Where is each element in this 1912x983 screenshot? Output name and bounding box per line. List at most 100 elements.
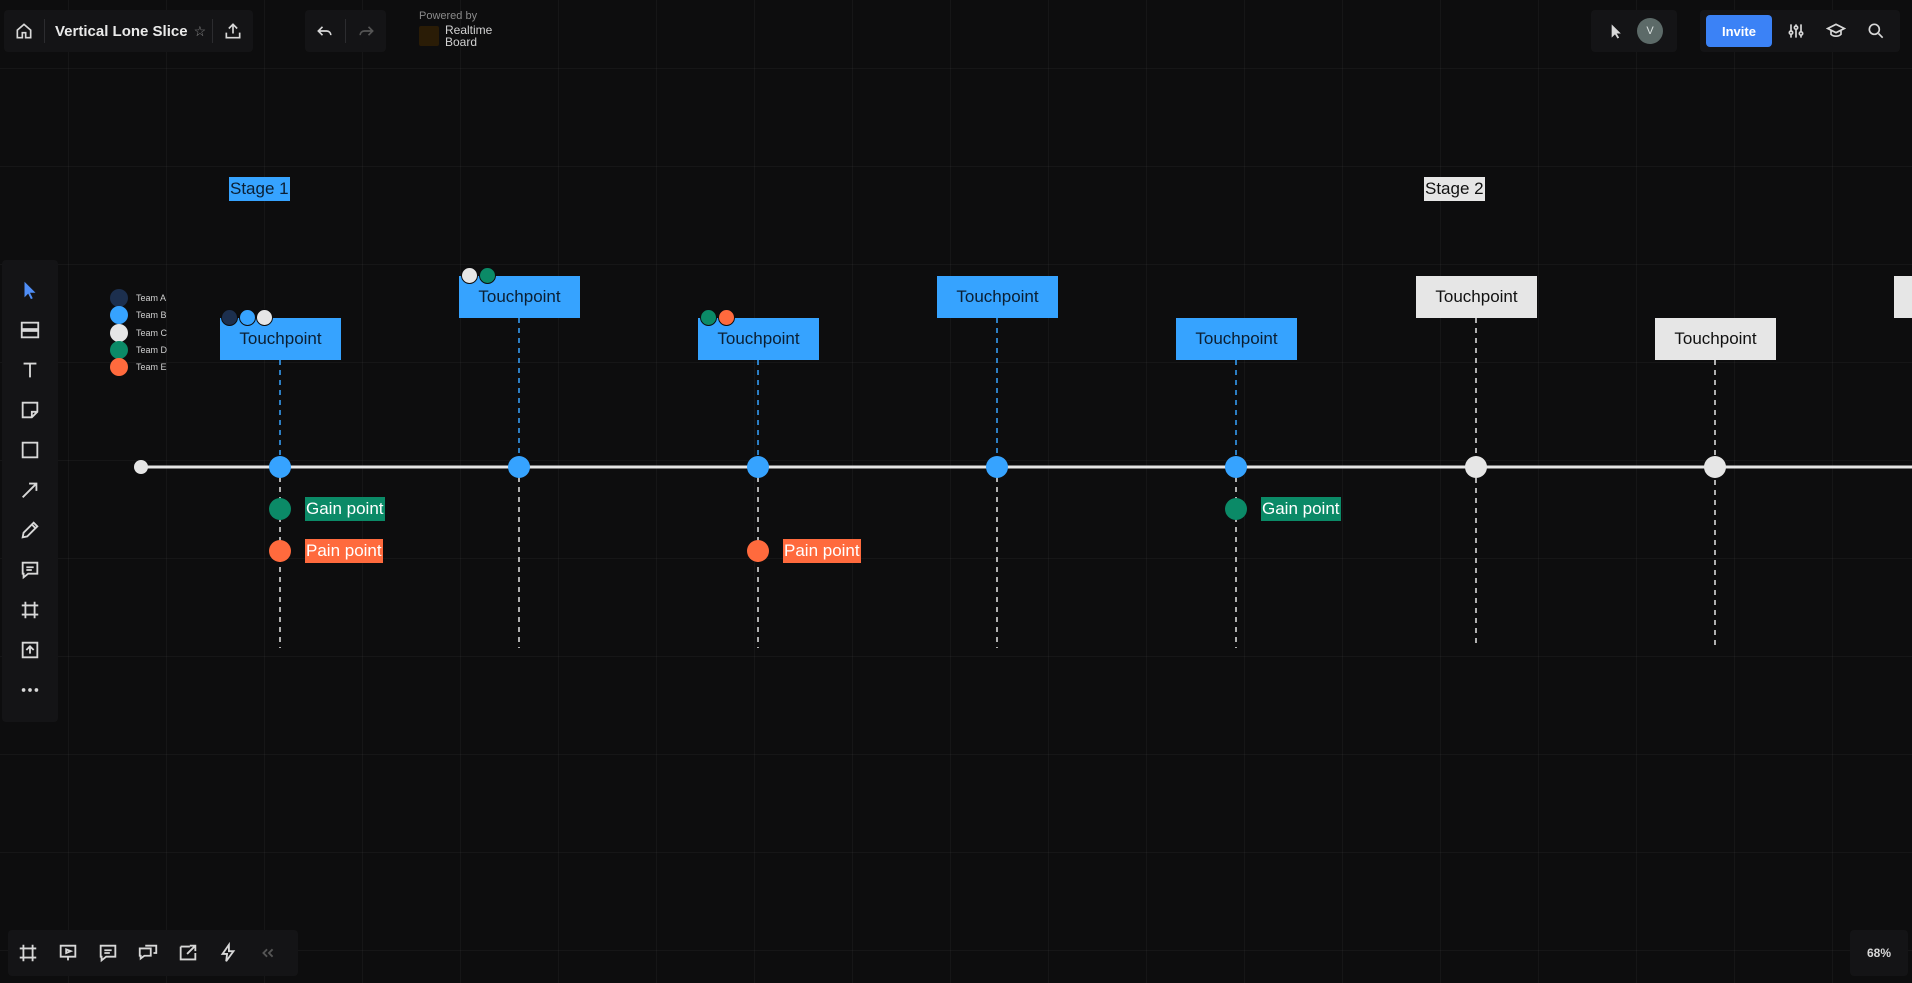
touchpoint-card[interactable]: Touchpoint (1655, 318, 1776, 360)
share-screen-icon (179, 944, 197, 961)
text-icon (23, 362, 37, 378)
sticky-note-tool[interactable] (2, 390, 58, 430)
team-e-dot-icon (110, 358, 128, 376)
frames-button[interactable] (8, 933, 48, 973)
chat-icon (138, 944, 158, 961)
frame-icon (21, 601, 39, 619)
stage-2-label[interactable]: Stage 2 (1424, 177, 1485, 201)
presentation-icon (59, 944, 77, 961)
collapse-button[interactable] (248, 933, 288, 973)
arrow-icon (22, 482, 38, 498)
team-c-marker-icon (256, 309, 273, 326)
comment-icon (99, 944, 117, 963)
timeline-node (508, 456, 530, 478)
pain-point-dot (747, 540, 769, 562)
more-tools[interactable] (2, 670, 58, 710)
brand-line-2: Board (445, 35, 478, 49)
invite-button[interactable]: Invite (1706, 15, 1772, 47)
brand-line-1: Realtime (445, 23, 493, 37)
team-a-marker-icon (221, 309, 238, 326)
upload-tool[interactable] (2, 630, 58, 670)
select-tool[interactable] (2, 270, 58, 310)
cursor-toggle-button[interactable] (1599, 11, 1631, 51)
undo-icon (317, 26, 332, 36)
touchpoint-card[interactable]: Touchpoint (459, 276, 580, 318)
legend-label: Team B (136, 310, 167, 320)
board-title[interactable]: Vertical Lone Slice (55, 22, 188, 40)
lightning-icon (220, 942, 236, 962)
timeline-node (1225, 456, 1247, 478)
connector-tool[interactable] (2, 470, 58, 510)
upload-icon (225, 23, 241, 39)
gain-point-label[interactable]: Gain point (1261, 497, 1341, 521)
upload-box-icon (21, 641, 39, 659)
touchpoint-card[interactable]: Touchpoint (1416, 276, 1537, 318)
gain-point-dot (1225, 498, 1247, 520)
search-button[interactable] (1856, 11, 1896, 51)
team-e-marker-icon (718, 309, 735, 326)
shape-tool[interactable] (2, 430, 58, 470)
collaborators-panel: V (1591, 10, 1677, 52)
touchpoint-card[interactable]: Touchpoint (698, 318, 819, 360)
pencil-icon (21, 521, 39, 539)
undo-button[interactable] (305, 11, 345, 51)
legend-team-c[interactable]: Team C (110, 324, 167, 342)
more-icon (21, 688, 39, 692)
gain-point-label[interactable]: Gain point (305, 497, 385, 521)
legend-label: Team E (136, 362, 167, 372)
team-a-dot-icon (110, 289, 128, 307)
divider (44, 19, 45, 43)
presentation-button[interactable] (48, 933, 88, 973)
timeline-node (1465, 456, 1487, 478)
chat-button[interactable] (128, 933, 168, 973)
redo-button[interactable] (346, 11, 386, 51)
share-screen-button[interactable] (168, 933, 208, 973)
legend-team-a[interactable]: Team A (110, 289, 166, 307)
graduation-cap-icon (1825, 23, 1846, 38)
comments-button[interactable] (88, 933, 128, 973)
pain-point-label[interactable]: Pain point (305, 539, 383, 563)
zoom-level[interactable]: 68% (1850, 930, 1908, 976)
frame-icon (19, 944, 37, 962)
learning-button[interactable] (1816, 11, 1856, 51)
cursor-icon (24, 281, 36, 300)
timeline-node (747, 456, 769, 478)
divider (212, 19, 214, 43)
avatar[interactable]: V (1637, 18, 1663, 44)
chevrons-left-icon (262, 948, 274, 958)
touchpoint-card[interactable]: Touchpoint (937, 276, 1058, 318)
legend-team-b[interactable]: Team B (110, 306, 167, 324)
touchpoint-card[interactable]: Touchpoint (220, 318, 341, 360)
bottom-toolbar (8, 930, 298, 976)
sliders-icon (1788, 24, 1804, 38)
pain-point-label[interactable]: Pain point (783, 539, 861, 563)
comment-tool[interactable] (2, 550, 58, 590)
touchpoint-card-partial[interactable] (1894, 276, 1912, 318)
touchpoint-card[interactable]: Touchpoint (1176, 318, 1297, 360)
pen-tool[interactable] (2, 510, 58, 550)
timeline-node (986, 456, 1008, 478)
legend-team-e[interactable]: Team E (110, 358, 167, 376)
powered-by-text: Powered by (419, 10, 478, 22)
legend-label: Team A (136, 293, 167, 303)
settings-button[interactable] (1776, 11, 1816, 51)
actions-panel: Invite (1700, 10, 1900, 52)
realtime-board-brand[interactable]: Realtime Board (419, 24, 492, 48)
team-b-marker-icon (239, 309, 256, 326)
export-button[interactable] (213, 11, 253, 51)
stage-1-label[interactable]: Stage 1 (229, 177, 290, 201)
text-tool[interactable] (2, 350, 58, 390)
home-button[interactable] (4, 11, 44, 51)
templates-tool[interactable] (2, 310, 58, 350)
star-icon[interactable]: ☆ (193, 22, 207, 39)
frame-tool[interactable] (2, 590, 58, 630)
legend-team-d[interactable]: Team D (110, 341, 167, 359)
team-b-dot-icon (110, 306, 128, 324)
timeline-node (269, 456, 291, 478)
timeline-node (1704, 456, 1726, 478)
history-panel (305, 10, 386, 52)
activity-button[interactable] (208, 933, 248, 973)
realtimeboard-logo-icon (419, 26, 439, 46)
